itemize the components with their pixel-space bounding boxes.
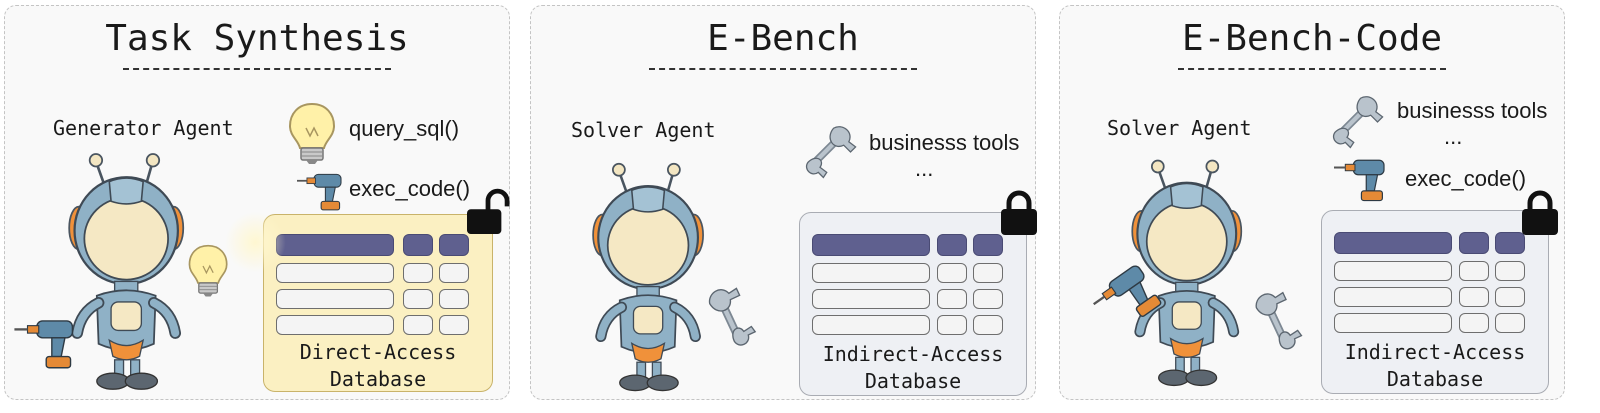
solver-agent-robot (1087, 152, 1312, 388)
db-cell (1459, 313, 1489, 333)
database-label: Indirect-Access Database (1322, 339, 1548, 393)
database-direct-access: Direct-Access Database (263, 214, 493, 392)
tool-business-tools: businesss tools (869, 130, 1020, 155)
db-cell (276, 263, 394, 283)
database-indirect-access: Indirect-Access Database (799, 212, 1027, 396)
db-cell (439, 263, 469, 283)
db-cell (1334, 287, 1452, 307)
db-cell (439, 315, 469, 335)
db-header-cell (937, 234, 967, 256)
generator-agent-robot (13, 146, 286, 391)
db-header-cell (1459, 232, 1489, 254)
panel-task-synthesis: Task Synthesis Generator Agent query_sql… (4, 5, 510, 400)
lightbulb-icon (289, 103, 335, 165)
lock-icon (1522, 192, 1558, 236)
db-header-cell (403, 234, 433, 256)
tool-exec-code: exec_code() (349, 176, 471, 201)
db-header-cell (1334, 232, 1452, 254)
db-header-cell (1495, 232, 1525, 254)
panel-e-bench-code: E-Bench-Code Solver Agent businesss tool… (1059, 5, 1565, 400)
drill-icon (1332, 159, 1386, 202)
db-cell (403, 289, 433, 309)
title-rule (123, 68, 391, 70)
panel-title: E-Bench (707, 18, 859, 59)
database-label-line: Indirect-Access (1344, 340, 1526, 364)
panel-e-bench: E-Bench Solver Agent businesss tools ...… (530, 5, 1036, 400)
db-header-cell (276, 234, 394, 256)
tool-exec-code: exec_code() (1405, 166, 1527, 191)
db-header-cell (812, 234, 930, 256)
db-cell (973, 263, 1003, 283)
db-cell (1495, 287, 1525, 307)
db-cell (937, 315, 967, 335)
lock-icon (467, 192, 509, 236)
agent-label: Solver Agent (1107, 116, 1252, 140)
db-cell (973, 289, 1003, 309)
title-rule (649, 68, 917, 70)
panel-title: E-Bench-Code (1181, 18, 1443, 59)
db-cell (403, 315, 433, 335)
database-label-line: Database (864, 369, 962, 393)
solver-agent-robot (567, 156, 767, 388)
tool-more-ellipsis: ... (1444, 124, 1463, 149)
agent-label: Solver Agent (571, 118, 716, 142)
database-label-line: Direct-Access (299, 340, 457, 364)
database-label-line: Database (329, 367, 427, 391)
db-cell (276, 289, 394, 309)
tool-business-tools: businesss tools (1397, 98, 1548, 123)
db-cell (812, 263, 930, 283)
db-cell (276, 315, 394, 335)
db-cell (937, 263, 967, 283)
db-cell (812, 315, 930, 335)
db-cell (1334, 261, 1452, 281)
drill-icon (296, 173, 342, 211)
database-label-line: Database (1386, 367, 1484, 391)
wrench-icon (803, 124, 859, 180)
panel-title: Task Synthesis (105, 18, 409, 59)
wrench-icon (1330, 94, 1386, 150)
db-cell (439, 289, 469, 309)
database-label: Indirect-Access Database (800, 341, 1026, 395)
db-header-cell (973, 234, 1003, 256)
db-cell (812, 289, 930, 309)
db-cell (973, 315, 1003, 335)
tool-query-sql: query_sql() (349, 116, 460, 141)
db-cell (403, 263, 433, 283)
database-indirect-access: Indirect-Access Database (1321, 210, 1549, 394)
tool-more-ellipsis: ... (915, 156, 934, 181)
db-cell (1459, 287, 1489, 307)
db-cell (1459, 261, 1489, 281)
db-cell (937, 289, 967, 309)
db-cell (1495, 261, 1525, 281)
database-label: Direct-Access Database (264, 339, 492, 393)
db-cell (1334, 313, 1452, 333)
lock-icon (1001, 192, 1037, 236)
database-label-line: Indirect-Access (822, 342, 1004, 366)
title-rule (1178, 68, 1446, 70)
agent-label: Generator Agent (53, 116, 234, 140)
db-header-cell (439, 234, 469, 256)
db-cell (1495, 313, 1525, 333)
